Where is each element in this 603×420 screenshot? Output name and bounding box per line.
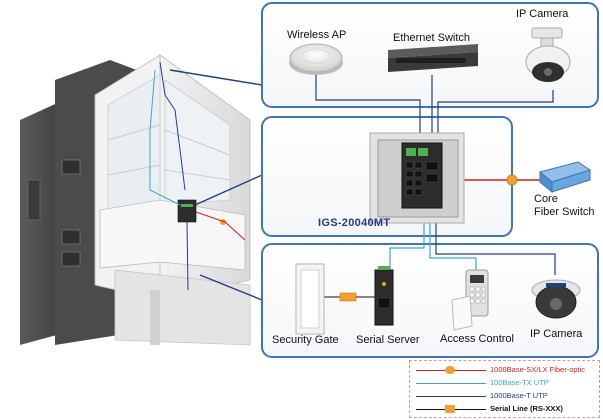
- legend-line-100base: [416, 383, 486, 384]
- ip-camera-bottom-label: IP Camera: [530, 328, 583, 340]
- ip-camera-dome-icon: [531, 279, 581, 319]
- serial-server-label: Serial Server: [356, 334, 420, 346]
- serial-server-icon: [374, 266, 394, 326]
- legend-text-1000base: 1000Base-T UTP: [490, 391, 548, 400]
- core-switch-label-line1: Core: [534, 193, 558, 205]
- legend-row-serial: Serial Line (RS-XXX): [412, 404, 598, 416]
- core-switch-label-line2: Fiber Switch: [534, 206, 595, 218]
- cable-access-control: [429, 200, 477, 272]
- serial-marker: [339, 292, 357, 302]
- core-fiber-switch-icon: [538, 161, 592, 194]
- legend-text-100base: 100Base-TX UTP: [490, 378, 549, 387]
- igs-switch-icon: [369, 132, 465, 224]
- cable-serial-server: [389, 200, 425, 272]
- legend-line-1000base: [416, 396, 486, 397]
- ethernet-switch-icon: [388, 44, 478, 72]
- legend-marker-fiber: [445, 366, 455, 374]
- legend-text-serial: Serial Line (RS-XXX): [490, 404, 563, 413]
- legend-row-1000base: 1000Base-T UTP: [412, 391, 598, 403]
- fiber-marker: [506, 174, 518, 186]
- ip-camera-top-label: IP Camera: [516, 8, 569, 20]
- security-gate-label: Security Gate: [272, 334, 339, 346]
- legend-row-fiber: 1000Base-SX/LX Fiber-optic: [412, 365, 598, 377]
- cable-wireless-ap: [315, 70, 421, 145]
- wireless-ap-icon: [289, 43, 343, 75]
- building-illustration: [20, 54, 251, 346]
- building-links: [149, 61, 263, 301]
- ethernet-switch-label: Ethernet Switch: [393, 32, 471, 44]
- access-control-icon: [451, 269, 489, 331]
- model-label: IGS-20040MT: [318, 217, 391, 229]
- access-control-label: Access Control: [440, 333, 514, 345]
- cable-ip-camera-bottom: [435, 200, 556, 275]
- cable-ip-camera-top: [437, 90, 554, 145]
- wireless-ap-label: Wireless AP: [287, 29, 347, 41]
- ip-camera-ptz-icon: [525, 27, 571, 82]
- legend: 1000Base-SX/LX Fiber-optic 100Base-TX UT…: [409, 360, 600, 418]
- legend-row-100base: 100Base-TX UTP: [412, 378, 598, 390]
- security-gate-icon: [295, 263, 325, 335]
- legend-text-fiber: 1000Base-SX/LX Fiber-optic: [490, 365, 586, 374]
- legend-marker-serial: [445, 405, 455, 413]
